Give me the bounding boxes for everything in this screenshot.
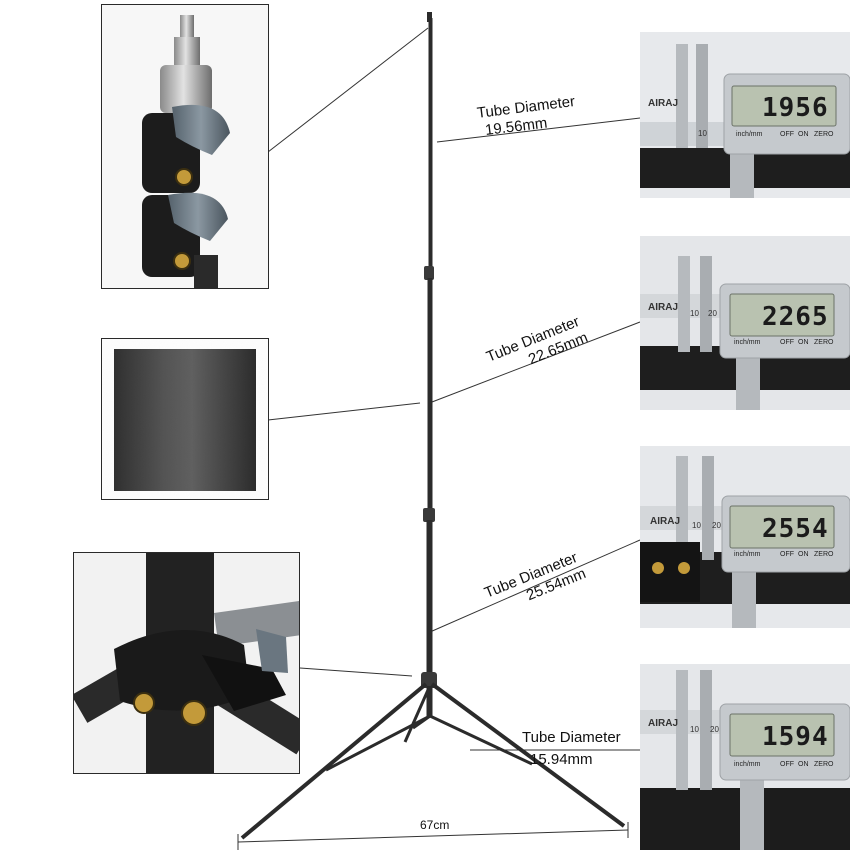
caliper-zero-3: ZERO [814,551,834,558]
leader-line-diam-2 [431,321,641,403]
caliper-tick-1: 10 [698,129,707,138]
leader-line-top [267,27,429,153]
caliper-brand-3: AIRAJ [650,516,680,527]
caliper-tick-4b: 20 [710,725,719,734]
diameter-label-4: Tube Diameter 15.94mm [522,729,621,769]
leader-line-base [299,667,413,677]
caliper-illustration-2: 2265 AIRAJ inch/mm OFF ON ZERO 10 20 [640,236,850,410]
caliper-units-3: inch/mm [734,551,761,558]
caliper-off-3: OFF [780,551,794,558]
leader-line-surface [267,402,421,421]
caliper-display-2: 2265 [762,302,829,332]
caliper-display-4: 1594 [762,722,829,752]
base-width-label: 67cm [420,816,449,834]
caliper-on-2: ON [798,339,809,346]
caliper-tick-3a: 10 [692,521,701,530]
caliper-on-1: ON [798,131,809,138]
caliper-photo-4: 1594 AIRAJ inch/mm OFF ON ZERO 10 20 [640,664,850,850]
diameter-label-4-title: Tube Diameter [522,729,621,746]
base-width-value: 67cm [420,818,450,832]
caliper-on-4: ON [798,761,809,768]
caliper-illustration-4: 1594 AIRAJ inch/mm OFF ON ZERO 10 20 [640,664,850,850]
detail-leg-bracket [73,552,300,774]
caliper-illustration-3: 2554 AIRAJ inch/mm OFF ON ZERO 10 20 [640,446,850,628]
caliper-zero-1: ZERO [814,131,834,138]
caliper-tick-2b: 20 [708,309,717,318]
leader-line-diam-1 [436,117,641,143]
caliper-off-4: OFF [780,761,794,768]
caliper-photo-2: 2265 AIRAJ inch/mm OFF ON ZERO 10 20 [640,236,850,410]
caliper-tick-3b: 20 [712,521,721,530]
caliper-tick-2a: 10 [690,309,699,318]
diameter-label-4-value: 15.94mm [530,751,593,768]
caliper-off-2: OFF [780,339,794,346]
caliper-illustration-1: 1956 AIRAJ inch/mm OFF ON ZERO 10 [640,32,850,198]
leader-line-diam-3 [429,539,641,633]
caliper-units-2: inch/mm [734,339,761,346]
light-stand [240,12,626,840]
spigot-adapter-illustration [142,15,230,288]
caliper-display-1: 1956 [762,93,829,123]
caliper-photo-1: 1956 AIRAJ inch/mm OFF ON ZERO 10 [640,32,850,198]
caliper-brand-4: AIRAJ [648,718,678,729]
caliper-zero-2: ZERO [814,339,834,346]
caliper-on-3: ON [798,551,809,558]
caliper-units-1: inch/mm [736,131,763,138]
caliper-display-3: 2554 [762,514,829,544]
caliper-brand-1: AIRAJ [648,98,678,109]
caliper-off-1: OFF [780,131,794,138]
base-width-dimension [237,822,629,850]
caliper-brand-2: AIRAJ [648,302,678,313]
detail-tube-surface [101,338,269,500]
detail-spigot-adapter [101,4,269,289]
caliper-tick-4a: 10 [690,725,699,734]
tube-surface-texture [114,349,256,491]
caliper-units-4: inch/mm [734,761,761,768]
caliper-zero-4: ZERO [814,761,834,768]
leg-bracket-illustration [74,553,299,773]
caliper-photo-3: 2554 AIRAJ inch/mm OFF ON ZERO 10 20 [640,446,850,628]
